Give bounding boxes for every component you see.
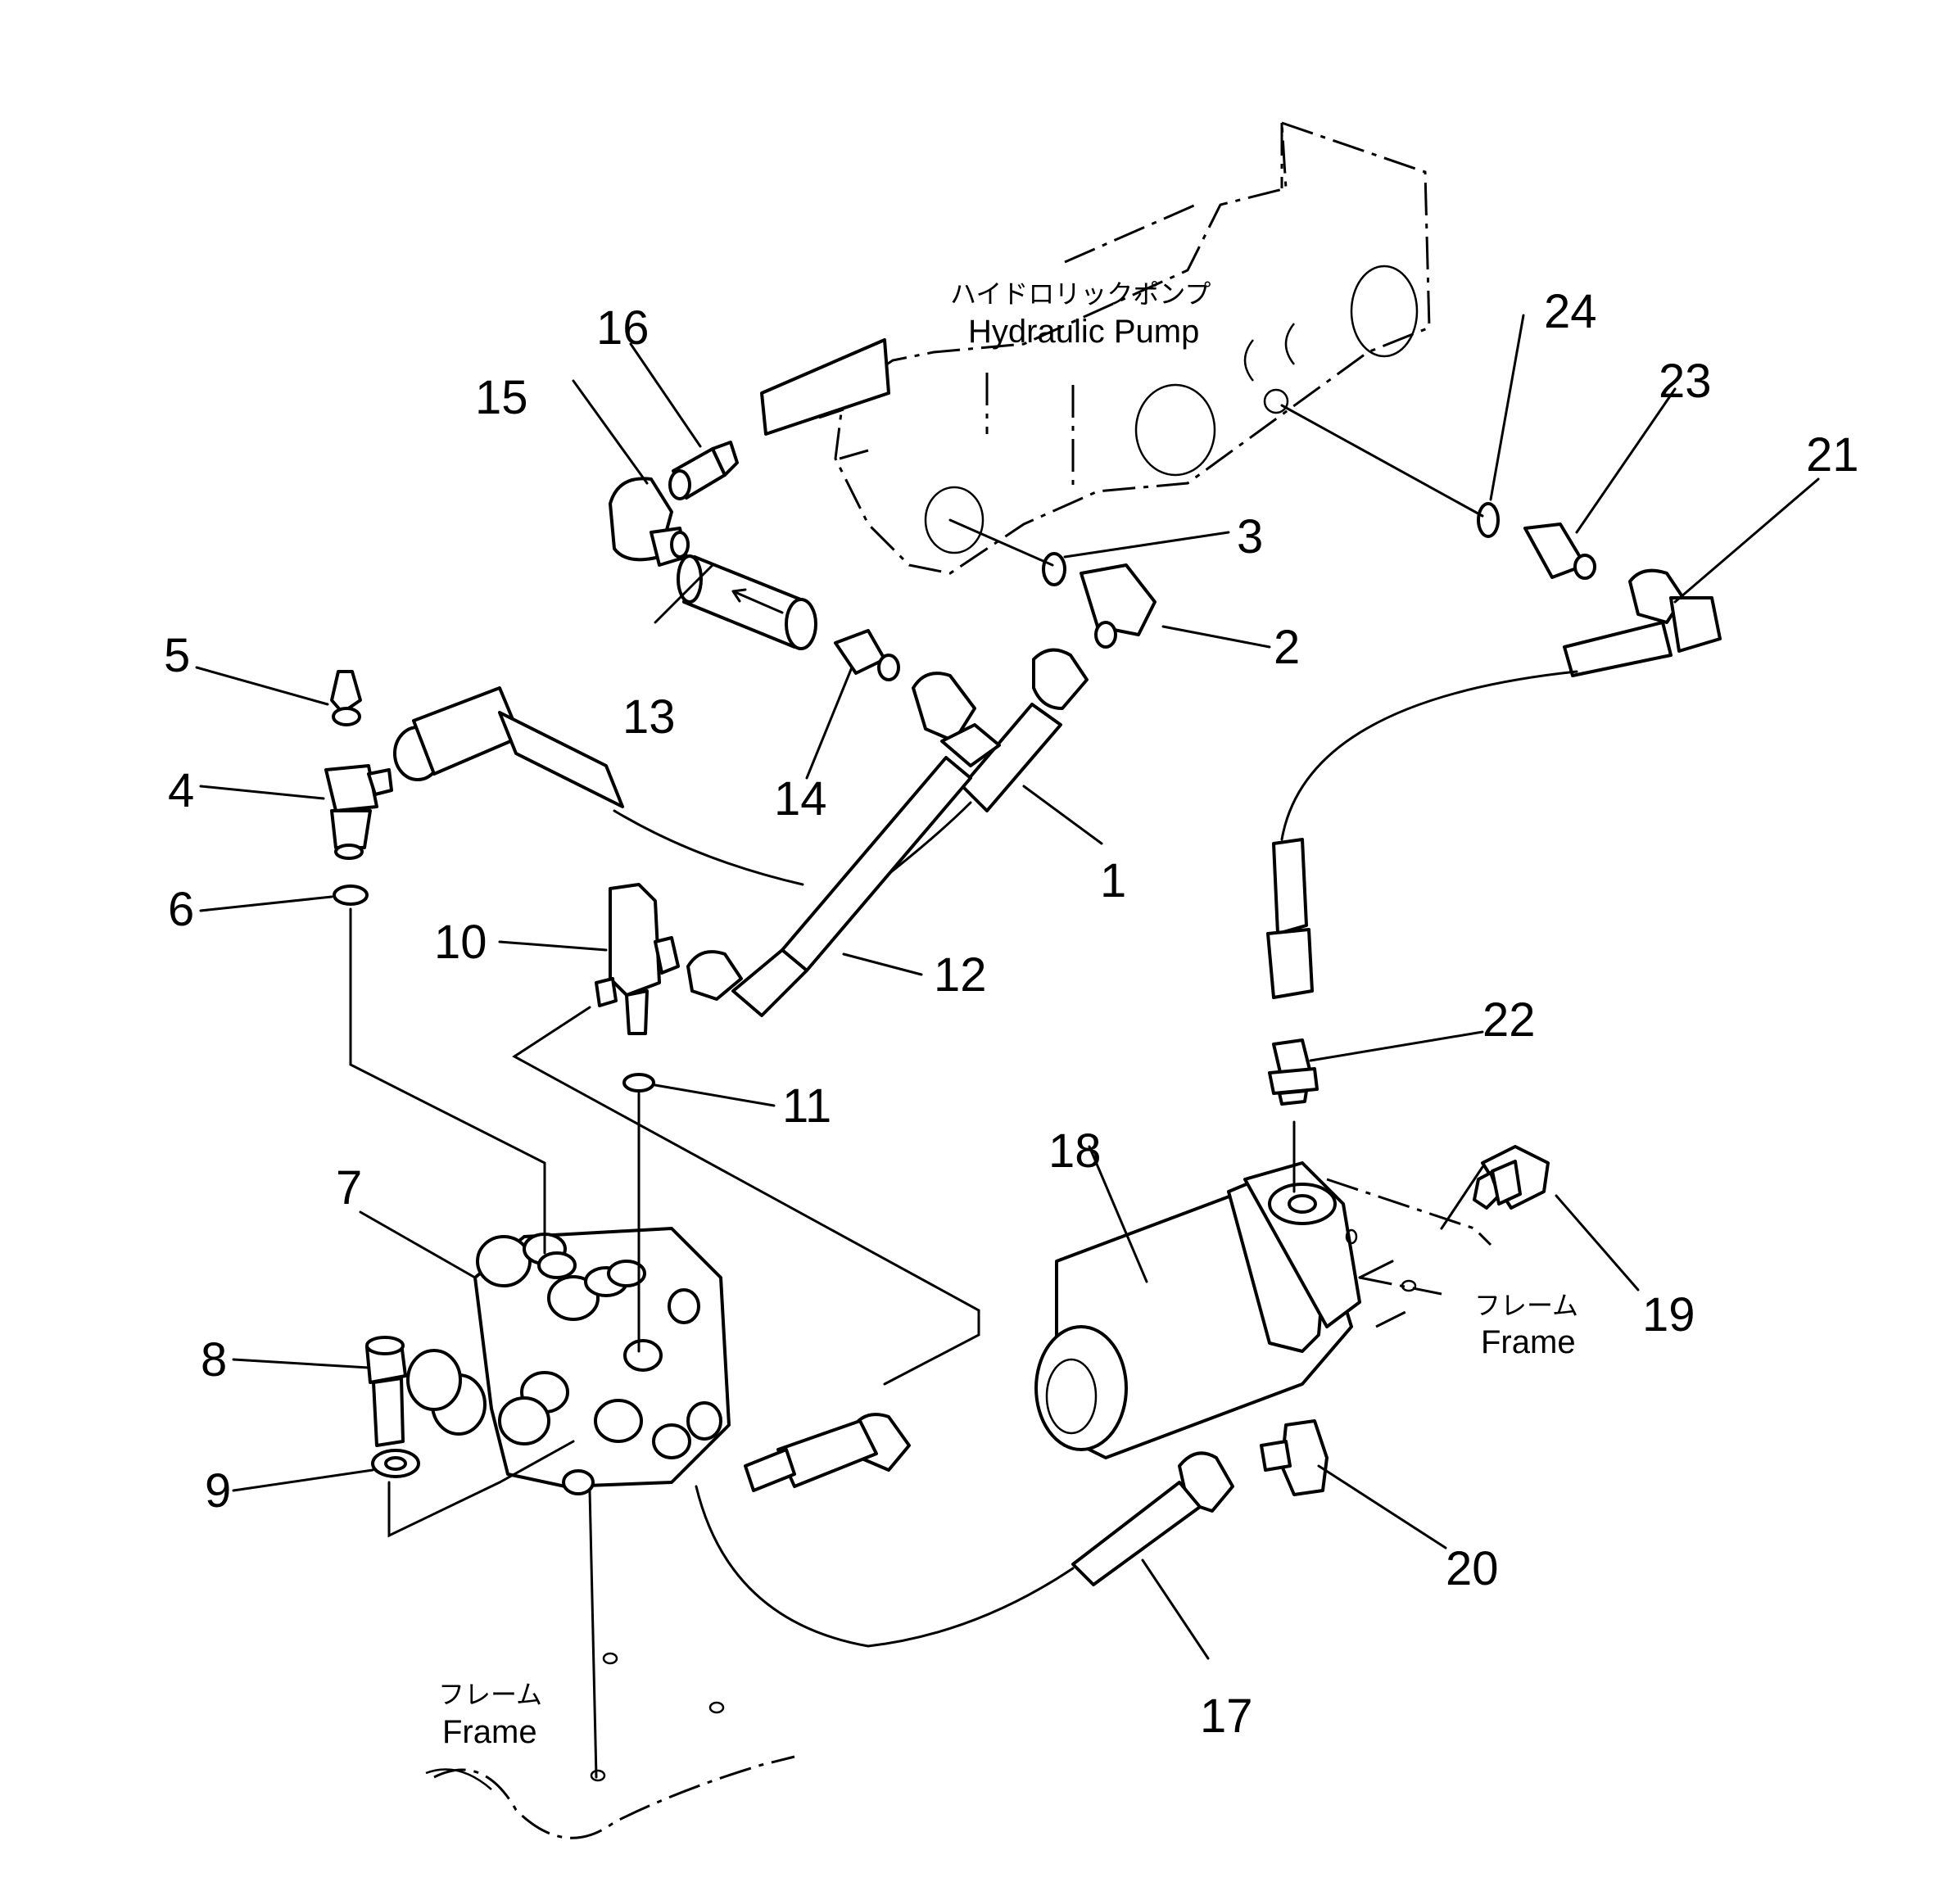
frame-right-caption-jp: フレーム [1474, 1290, 1578, 1321]
callout-12: 12 [934, 948, 987, 1002]
part-8-bolt [365, 1336, 407, 1447]
right-vertical-hose [1266, 670, 1578, 999]
callout-6: 6 [168, 883, 194, 936]
callout-19: 19 [1642, 1288, 1695, 1341]
part-5-nipple [330, 670, 362, 726]
callout-24: 24 [1544, 285, 1597, 338]
callout-16: 16 [596, 301, 650, 355]
callout-15: 15 [475, 371, 528, 424]
part-4-elbow [324, 764, 393, 860]
callout-8: 8 [201, 1333, 227, 1387]
callout-18: 18 [1048, 1124, 1102, 1178]
part-18-filter [1034, 1161, 1361, 1459]
callout-4: 4 [168, 764, 194, 817]
part-12-hose [686, 672, 1001, 1017]
part-3-o-ring [1042, 552, 1066, 586]
part-16-fitting [668, 441, 739, 500]
callout-13: 13 [622, 690, 676, 744]
callout-1: 1 [1100, 854, 1126, 907]
callout-3: 3 [1237, 510, 1263, 563]
frame-left-caption-en: Frame [442, 1714, 537, 1750]
part-1-hose [879, 648, 1089, 882]
part-11-o-ring [622, 1073, 655, 1092]
callout-23: 23 [1659, 355, 1712, 408]
part-6-o-ring [333, 884, 369, 906]
callout-20: 20 [1446, 1542, 1499, 1595]
callout-22: 22 [1482, 993, 1536, 1047]
callout-14: 14 [774, 772, 827, 826]
hydraulic-pump [760, 120, 1431, 575]
part-9-washer [371, 1449, 420, 1478]
part-2-elbow [1080, 563, 1157, 649]
callout-7: 7 [336, 1161, 362, 1215]
part-20-elbow [1260, 1419, 1329, 1496]
part-13-filter [677, 554, 817, 650]
assembly-lines [349, 404, 1484, 1779]
part-7-control-valve [406, 1227, 731, 1495]
leader-lines [195, 314, 1820, 1660]
part-22-adapter [1268, 1038, 1319, 1106]
part-10-tee [595, 883, 680, 1035]
captions: ハイドロリックポンプ Hydraulic Pump フレーム Frame フレー… [438, 278, 1578, 1750]
upper-left-hose [393, 686, 804, 886]
callout-5: 5 [164, 629, 190, 682]
callout-10: 10 [434, 916, 487, 969]
part-15-elbow [609, 477, 690, 567]
frame-left-caption-jp: フレーム [438, 1679, 542, 1710]
callout-11: 11 [782, 1079, 831, 1133]
pump-caption-jp: ハイドロリックポンプ [950, 278, 1211, 310]
frame-right-caption-en: Frame [1481, 1324, 1576, 1360]
part-21-hose-fitting [1563, 568, 1722, 677]
callout-2: 2 [1274, 621, 1300, 674]
callout-17: 17 [1200, 1690, 1253, 1743]
frame-brackets [425, 1178, 1492, 1839]
callout-21: 21 [1806, 428, 1859, 482]
callout-numbers: 1 2 3 4 5 6 7 8 9 10 11 12 13 14 15 16 1… [164, 285, 1859, 1743]
part-24-o-ring [1477, 502, 1500, 538]
callout-9: 9 [205, 1464, 231, 1518]
part-23-adapter [1523, 522, 1596, 580]
part-17-hose [695, 1413, 1234, 1648]
part-14-adapter [834, 629, 900, 681]
pump-caption-en: Hydraulic Pump [968, 314, 1199, 350]
part-19-bolt [1473, 1145, 1550, 1210]
